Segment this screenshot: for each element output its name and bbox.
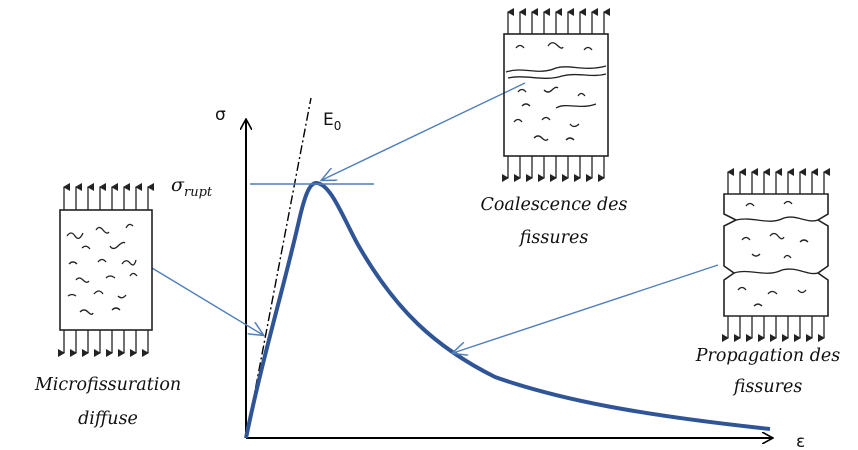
specimen-microfissuration (58, 183, 154, 357)
peak-stress-label: σrupt (171, 174, 213, 200)
caption-coalescence: Coalescence des fissures (481, 195, 628, 248)
y-axis-label: σ (215, 105, 226, 125)
caption-microfissuration-line1: Microfissuration (34, 375, 181, 395)
specimen-body (723, 193, 829, 317)
caption-coalescence-line2: fissures (518, 228, 589, 248)
caption-microfissuration-line2: diffuse (78, 409, 138, 429)
x-axis-label: ε (796, 432, 805, 450)
specimen-coalescence (502, 8, 610, 182)
tangent-label: E0 (323, 110, 341, 133)
tension-arrows-bottom (722, 316, 825, 342)
caption-propagation-line1: Propagation des (695, 346, 841, 366)
coalesced-cracks (505, 42, 607, 141)
specimen-propagation (722, 168, 830, 342)
specimen-body (59, 209, 153, 331)
caption-propagation: Propagation des fissures (695, 346, 841, 397)
propagating-cracks (733, 200, 819, 307)
tension-arrows-bottom (58, 330, 149, 357)
micro-cracks (66, 223, 138, 315)
tension-arrows-top (63, 183, 154, 210)
specimen-body (503, 33, 609, 157)
caption-propagation-line2: fissures (732, 377, 803, 397)
arrow-microfissuration (151, 267, 263, 335)
peak-stress: σrupt (171, 174, 374, 200)
pointer-arrows (151, 82, 719, 353)
axes: σ ε (215, 105, 805, 450)
initial-tangent: E0 (245, 97, 341, 439)
arrow-propagation (453, 264, 719, 353)
caption-microfissuration: Microfissuration diffuse (34, 375, 181, 429)
tension-arrows-bottom (502, 156, 605, 182)
tension-arrows-top (727, 168, 830, 194)
stress-strain-curve (244, 180, 771, 439)
arrow-coalescence (322, 82, 526, 180)
caption-coalescence-line1: Coalescence des (481, 195, 628, 215)
tension-arrows-top (507, 8, 610, 34)
